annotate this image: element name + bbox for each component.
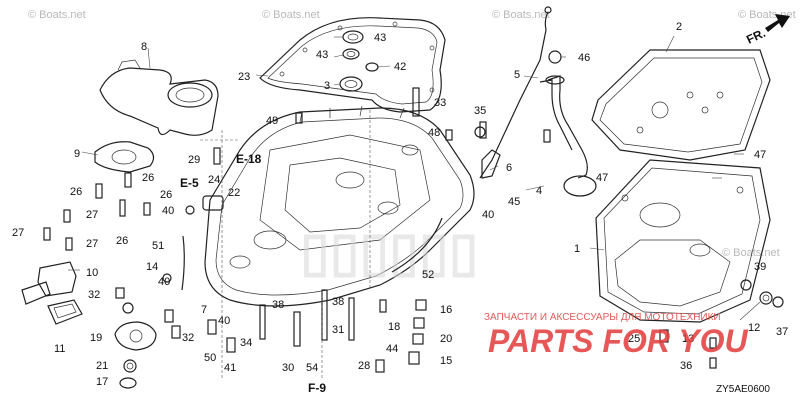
callout-40d: 40 xyxy=(482,209,494,221)
callout-38b: 38 xyxy=(332,296,344,308)
callout-47b: 47 xyxy=(754,149,766,161)
callout-50: 50 xyxy=(204,352,216,364)
callout-35: 35 xyxy=(474,105,486,117)
callout-30: 30 xyxy=(282,362,294,374)
callout-6: 6 xyxy=(506,162,512,174)
callout-39: 39 xyxy=(754,261,766,273)
upper-gasket xyxy=(259,17,446,113)
lower-oil-pan-part-1 xyxy=(595,159,771,323)
cover-part-19 xyxy=(114,321,157,389)
arrow-icon xyxy=(765,14,790,32)
callout-16: 16 xyxy=(440,304,452,316)
watermark-top-left: © Boats.net xyxy=(28,9,86,21)
callout-8: 8 xyxy=(141,41,147,53)
shop-brand-logo: PARTS FOR YOU xyxy=(488,323,748,359)
callout-45: 45 xyxy=(508,196,520,208)
callout-labels: 1 2 3 4 5 6 7 8 9 10 11 12 13 14 15 16 1… xyxy=(12,21,788,388)
oil-filler-part-4 xyxy=(539,75,597,197)
callout-26: 26 xyxy=(70,186,82,198)
callout-15: 15 xyxy=(440,355,452,367)
callout-28: 28 xyxy=(358,360,370,372)
callout-18: 18 xyxy=(388,321,400,333)
callout-13: 13 xyxy=(682,333,694,345)
lower-gasket-part-2 xyxy=(591,49,771,161)
callout-29: 29 xyxy=(188,154,200,166)
callout-52: 52 xyxy=(422,269,434,281)
bolts-group xyxy=(43,50,784,373)
callout-24: 24 xyxy=(208,174,220,186)
oil-seals-stack xyxy=(339,30,379,92)
callout-7: 7 xyxy=(201,304,207,316)
callout-43: 43 xyxy=(374,32,386,44)
callout-14: 14 xyxy=(146,261,158,273)
callout-21: 21 xyxy=(96,360,108,372)
callout-20: 20 xyxy=(440,333,452,345)
callout-22: 22 xyxy=(228,187,240,199)
callout-23: 23 xyxy=(238,71,250,83)
callout-31: 31 xyxy=(332,324,344,336)
callout-9: 9 xyxy=(74,148,80,160)
section-ref-e5: E-5 xyxy=(180,176,199,190)
watermark-right-edge: © Boats.net xyxy=(722,247,780,259)
callout-33: 33 xyxy=(434,97,446,109)
plate-part-9 xyxy=(94,141,155,173)
callout-26c: 26 xyxy=(160,189,172,201)
callout-10: 10 xyxy=(86,267,98,279)
callout-49: 49 xyxy=(266,115,278,127)
section-ref-e18: E-18 xyxy=(236,152,262,166)
callout-41: 41 xyxy=(224,362,236,374)
callout-32: 32 xyxy=(88,289,100,301)
hose-part-52 xyxy=(391,217,443,273)
watermark-top-mid: © Boats.net xyxy=(262,9,320,21)
callout-38: 38 xyxy=(272,299,284,311)
diagram-code: ZY5AE0600 xyxy=(716,384,770,395)
callout-32b: 32 xyxy=(182,332,194,344)
callout-19: 19 xyxy=(90,332,102,344)
callout-11: 11 xyxy=(54,343,65,355)
callout-1: 1 xyxy=(574,243,580,255)
shop-tagline: ЗАПЧАСТИ И АКСЕССУАРЫ ДЛЯ МОТОТЕХНИКИ xyxy=(484,312,721,323)
callout-17: 17 xyxy=(96,376,108,388)
callout-40: 40 xyxy=(162,205,174,217)
callout-48: 48 xyxy=(428,127,440,139)
callout-34: 34 xyxy=(240,337,252,349)
callout-44: 44 xyxy=(386,343,398,355)
callout-27: 27 xyxy=(12,227,24,239)
callout-40b: 40 xyxy=(158,276,170,288)
callout-12: 12 xyxy=(748,322,760,334)
watermark-top-center: © Boats.net xyxy=(492,9,550,21)
bracket-part-10 xyxy=(21,261,83,325)
callout-27b: 27 xyxy=(86,209,98,221)
callout-46: 46 xyxy=(578,52,590,64)
callout-26d: 26 xyxy=(116,235,128,247)
callout-4: 4 xyxy=(536,185,542,197)
callout-54: 54 xyxy=(306,362,318,374)
callout-27c: 27 xyxy=(86,238,98,250)
leader-lines xyxy=(68,35,761,380)
callout-51: 51 xyxy=(152,240,164,252)
section-ref-f9: F-9 xyxy=(308,381,326,395)
front-direction-label: FR. xyxy=(744,26,767,47)
watermark-large: ▯▯▯▯▯▯ xyxy=(300,222,478,282)
callout-42: 42 xyxy=(394,61,406,73)
callout-26b: 26 xyxy=(142,172,154,184)
callout-25: 25 xyxy=(628,333,640,345)
fitting-part-6 xyxy=(474,126,501,179)
callout-3: 3 xyxy=(324,80,330,92)
callout-47: 47 xyxy=(596,172,608,184)
dipstick-part-5 xyxy=(479,6,552,179)
callout-5: 5 xyxy=(514,69,520,81)
callout-2: 2 xyxy=(676,21,682,33)
callout-37: 37 xyxy=(776,326,788,338)
callout-40c: 40 xyxy=(218,315,230,327)
hose-part-51 xyxy=(181,235,185,291)
callout-43b: 43 xyxy=(316,49,328,61)
oil-pan-main xyxy=(204,105,475,307)
callout-36: 36 xyxy=(680,360,692,372)
housing-part-8 xyxy=(99,59,219,136)
